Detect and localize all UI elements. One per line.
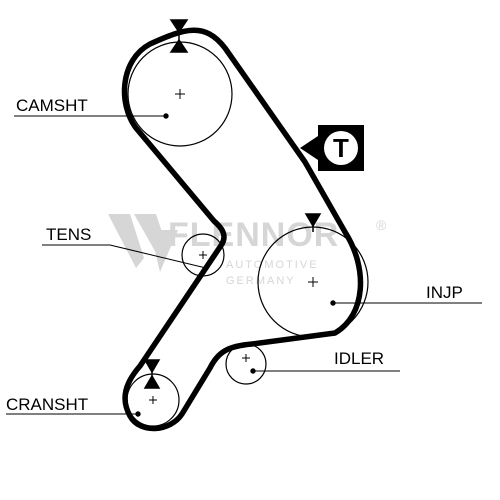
camshaft-leader-dot: [163, 113, 169, 119]
injection-pump-label: INJP: [426, 283, 463, 302]
watermark-line-2: GERMANY: [226, 275, 296, 287]
crankshaft-label: CRANSHT: [6, 395, 88, 414]
idler-label: IDLER: [334, 349, 384, 368]
injection-pump-leader-dot: [330, 300, 336, 306]
crankshaft-timing-mark: [143, 359, 161, 389]
tensioner-leader-dot: [203, 265, 209, 271]
tensioner-leader-line: [42, 244, 207, 269]
tension-badge: T: [300, 125, 364, 171]
timing-belt: [121, 27, 364, 432]
watermark-registered: ®: [376, 217, 387, 233]
tension-badge-letter: T: [333, 133, 349, 163]
crankshaft-leader-dot: [135, 411, 141, 417]
camshaft-label: CAMSHT: [16, 96, 88, 115]
tensioner-center-mark: [199, 251, 207, 259]
idler-center-mark: [242, 354, 250, 362]
tension-badge-circle: [324, 131, 358, 165]
idler-leader-dot: [250, 368, 256, 374]
camshaft-center-mark: [175, 89, 185, 99]
injection-pump-timing-mark: [304, 213, 322, 232]
camshaft-timing-mark: [169, 19, 189, 53]
tensioner-label: TENS: [46, 225, 91, 244]
injection-pump-center-mark: [308, 277, 318, 287]
watermark-line-1: AUTOMOTIVE: [226, 259, 319, 271]
crankshaft-center-mark: [149, 396, 157, 404]
watermark: FLENNOR ® AUTOMOTIVE GERMANY: [108, 214, 387, 287]
tension-badge-pointer: [300, 136, 318, 160]
